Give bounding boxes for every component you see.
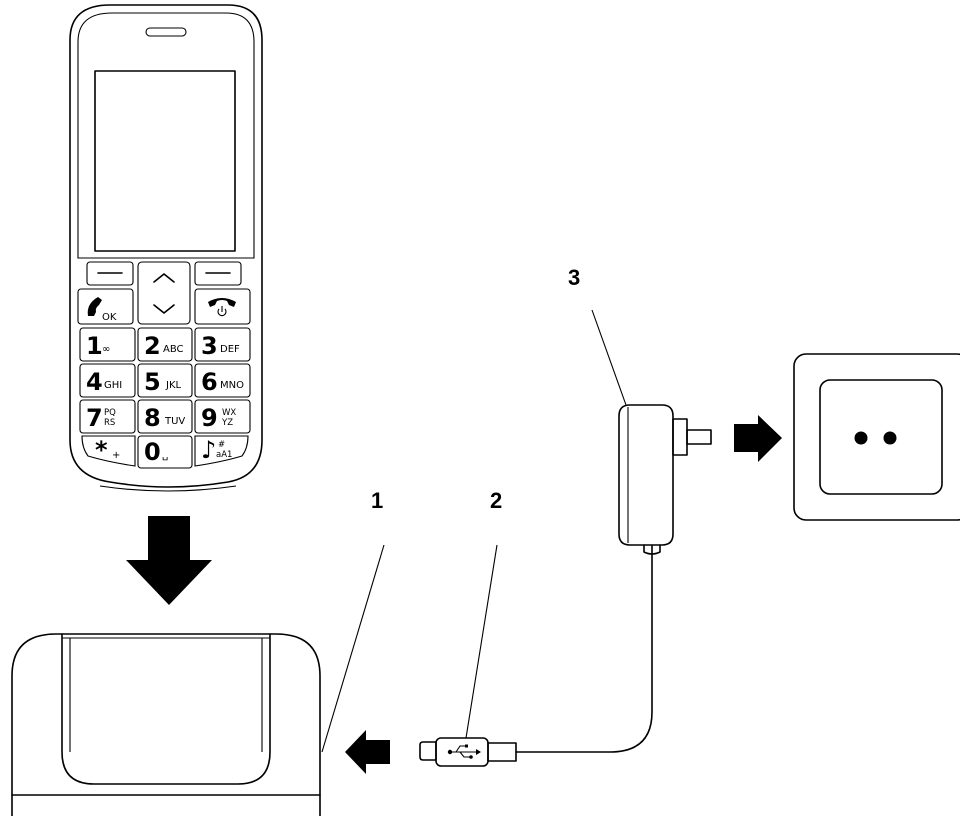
chevron-down-icon	[153, 304, 175, 314]
key-8	[137, 399, 193, 434]
key-1	[79, 327, 136, 362]
svg-text:#: #	[218, 440, 225, 450]
svg-text:3: 3	[201, 332, 218, 360]
left-soft-key	[86, 261, 134, 286]
svg-text:1: 1	[86, 332, 103, 360]
usb-cable-icon	[419, 545, 653, 767]
key-hash	[194, 435, 249, 467]
call-icon	[87, 297, 102, 316]
svg-text:6: 6	[201, 368, 218, 396]
svg-text:ABC: ABC	[163, 344, 184, 355]
key-star	[81, 435, 136, 467]
svg-text:♪: ♪	[201, 436, 216, 464]
right-arrow-icon	[734, 415, 782, 462]
key-2	[137, 327, 193, 362]
svg-text:GHI: GHI	[104, 380, 122, 391]
key-6	[194, 363, 251, 398]
callout-3: 3	[568, 265, 580, 290]
power-icon	[217, 306, 227, 317]
svg-text:8: 8	[144, 404, 161, 432]
down-arrow-icon	[126, 516, 212, 605]
key-9	[194, 399, 251, 434]
svg-text:0: 0	[144, 438, 161, 466]
svg-text:PQ: PQ	[104, 408, 116, 418]
svg-text:+: +	[112, 450, 120, 461]
keypad: 1 ∞ 2 ABC 3 DEF 4 GHI 5 JKL 6 MNO 7 PQ R…	[79, 327, 251, 469]
chevron-up-icon	[153, 273, 175, 283]
key-7	[79, 399, 136, 434]
svg-text:JKL: JKL	[165, 380, 182, 391]
wall-socket-icon	[793, 353, 960, 521]
svg-text:OK: OK	[102, 312, 117, 323]
left-arrow-icon	[345, 730, 390, 774]
svg-text:4: 4	[86, 368, 103, 396]
svg-text:RS: RS	[104, 418, 115, 428]
key-4	[79, 363, 136, 398]
phone-screen	[94, 70, 236, 252]
svg-text:TUV: TUV	[164, 416, 185, 427]
svg-text:9: 9	[201, 404, 218, 432]
svg-text:DEF: DEF	[220, 344, 240, 355]
right-soft-key	[194, 261, 242, 286]
svg-text:2: 2	[144, 332, 161, 360]
callout-2-leader	[465, 544, 498, 739]
usb-symbol-icon	[447, 744, 481, 759]
svg-text:aA1: aA1	[216, 450, 232, 460]
svg-text:YZ: YZ	[221, 418, 233, 428]
svg-text:MNO: MNO	[220, 380, 244, 391]
svg-text:WX: WX	[222, 408, 236, 418]
cradle-icon	[11, 633, 321, 816]
svg-text:7: 7	[86, 404, 103, 432]
svg-text:∞: ∞	[102, 344, 110, 355]
call-key	[77, 288, 134, 325]
end-key	[194, 288, 251, 325]
svg-text:5: 5	[144, 368, 161, 396]
key-3	[194, 327, 251, 362]
phone-icon: OK 1 ∞ 2	[69, 4, 263, 492]
hangup-icon	[208, 298, 236, 307]
callout-1-leader	[321, 544, 385, 753]
svg-text:*: *	[95, 436, 108, 464]
callout-2: 2	[490, 488, 502, 513]
earpiece	[145, 27, 187, 37]
callout-3-leader	[591, 309, 627, 406]
power-adapter-icon	[618, 404, 712, 555]
key-5	[137, 363, 193, 398]
callout-1: 1	[371, 488, 383, 513]
key-0	[137, 435, 193, 469]
svg-text:␣: ␣	[162, 450, 168, 461]
navigation-key	[137, 261, 191, 325]
